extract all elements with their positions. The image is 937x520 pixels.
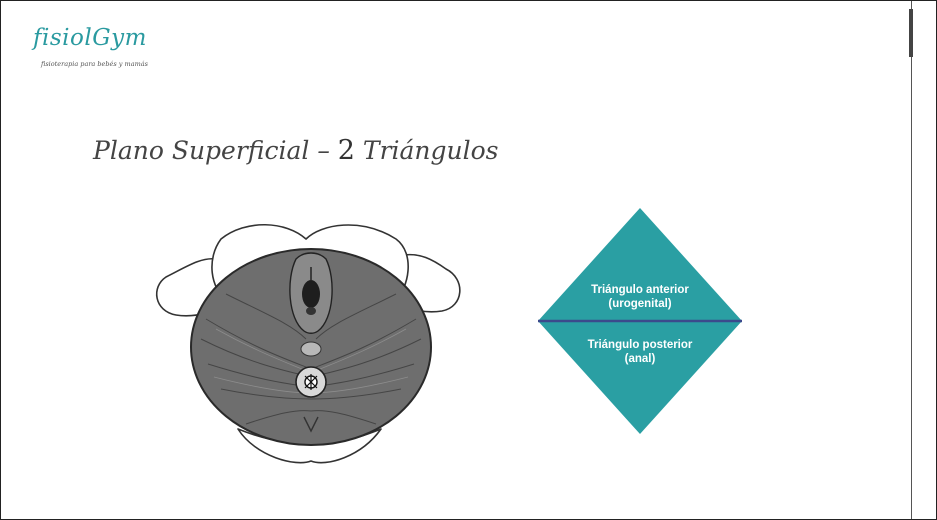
anterior-label-line1: Triángulo anterior [538,283,742,297]
logo: fisiolGym fisioterapia para bebés y mamá… [33,25,153,77]
posterior-label-line2: (anal) [538,352,742,366]
triangles-diagram: Triángulo anterior (urogenital) Triángul… [538,208,742,434]
page-title: Plano Superficial – 2 Triángulos [93,135,499,166]
scroll-thumb[interactable] [909,9,913,57]
slide-border-rule [911,1,912,519]
logo-name: fisiolGym [33,25,147,51]
title-part-1: Plano Superficial – [93,136,338,165]
posterior-triangle-label: Triángulo posterior (anal) [538,338,742,366]
anterior-label-line2: (urogenital) [538,297,742,311]
logo-tagline: fisioterapia para bebés y mamás [41,60,148,68]
pelvis-illustration [146,199,471,471]
title-part-2: Triángulos [355,136,499,165]
anterior-triangle-label: Triángulo anterior (urogenital) [538,283,742,311]
diamond-shape [538,208,742,434]
posterior-label-line1: Triángulo posterior [538,338,742,352]
title-number: 2 [338,135,355,166]
